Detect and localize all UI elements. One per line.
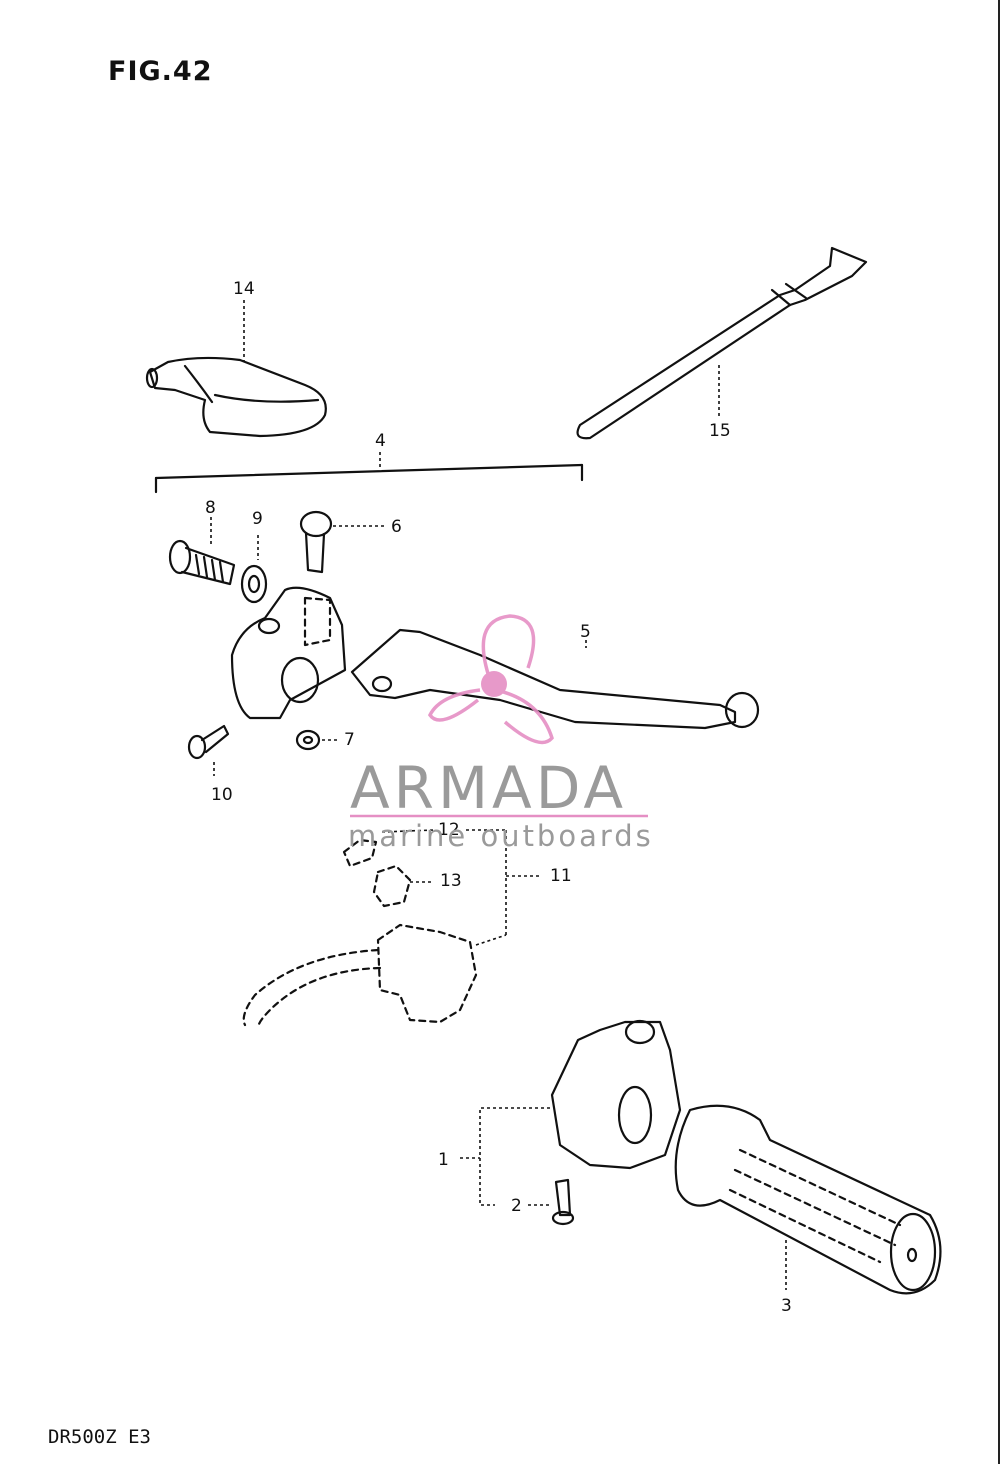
callout-12: 12 <box>438 820 460 840</box>
part-15-strap <box>576 246 868 440</box>
part-7-nut <box>295 729 340 751</box>
watermark-brand-name: ARMADA <box>350 754 627 822</box>
part-5-lever <box>350 628 760 730</box>
part-1-throttle-housing <box>460 1019 682 1206</box>
watermark-tagline: marine outboards <box>348 819 654 853</box>
callout-5: 5 <box>580 622 591 642</box>
callout-labels: 1 2 3 4 5 6 7 8 9 10 11 12 13 14 15 <box>205 279 792 1316</box>
callout-4: 4 <box>375 431 386 451</box>
part-9-nut <box>240 535 268 604</box>
callout-2: 2 <box>511 1196 522 1216</box>
callout-11: 11 <box>550 866 572 886</box>
callout-1: 1 <box>438 1150 449 1170</box>
lever-holder <box>230 586 347 720</box>
propeller-logo-icon <box>427 614 554 745</box>
callout-6: 6 <box>391 517 402 537</box>
part-3-grip <box>674 1104 942 1295</box>
part-2-screw <box>528 1178 575 1226</box>
part-6-pivot-pin <box>299 510 384 574</box>
part-4-assembly-bracket <box>154 452 584 494</box>
callout-13: 13 <box>440 871 462 891</box>
callout-10: 10 <box>211 785 233 805</box>
figure-title: FIG.42 <box>108 56 213 87</box>
part-10-screw <box>187 724 230 776</box>
callout-15: 15 <box>709 421 731 441</box>
callout-8: 8 <box>205 498 216 518</box>
callout-3: 3 <box>781 1296 792 1316</box>
callout-14: 14 <box>233 279 255 299</box>
callout-9: 9 <box>252 509 263 529</box>
model-code: DR500Z E3 <box>48 1426 151 1448</box>
part-8-bolt <box>168 517 236 586</box>
part-14-hand-guard <box>145 300 327 438</box>
callout-7: 7 <box>344 730 355 750</box>
watermark: ARMADA marine outboards <box>348 614 654 853</box>
switch-assembly <box>242 829 540 1030</box>
